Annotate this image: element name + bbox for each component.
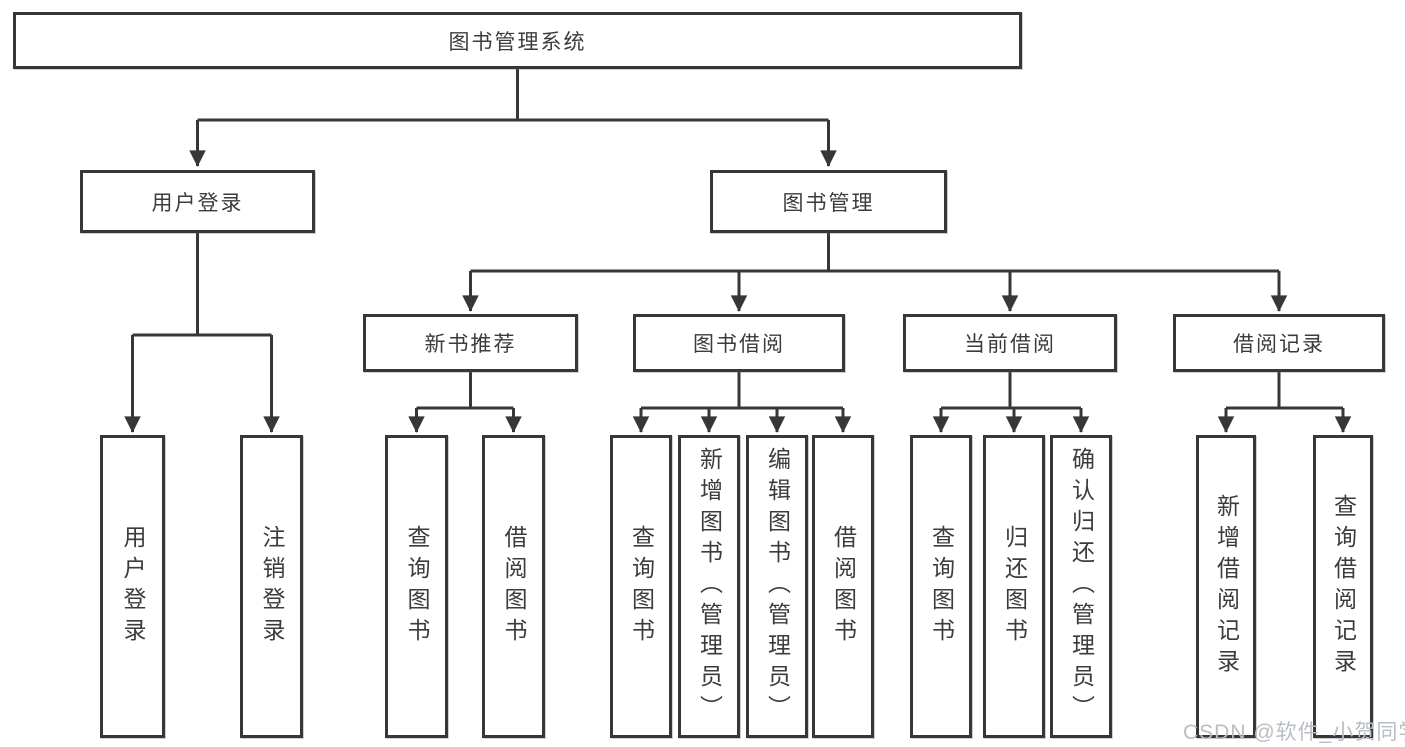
node-book-borrow: 图书借阅 (633, 314, 845, 372)
node-label: 借阅记录 (1233, 333, 1325, 356)
leaf-add-books-admin: 新增图书（管理员） (678, 435, 740, 738)
node-current-borrow: 当前借阅 (903, 314, 1117, 372)
node-label: 借阅图书 (501, 524, 527, 649)
node-label: 借阅图书 (830, 524, 857, 649)
leaf-add-borrow-record: 新增借阅记录 (1196, 435, 1256, 738)
node-book-management: 图书管理 (710, 170, 947, 233)
node-label: 查询借阅记录 (1330, 493, 1357, 680)
leaf-user-login: 用户登录 (100, 435, 165, 738)
leaf-query-books-current: 查询图书 (910, 435, 972, 738)
leaf-return-books: 归还图书 (983, 435, 1045, 738)
leaf-query-books-recommend: 查询图书 (385, 435, 448, 738)
leaf-confirm-return-admin: 确认归还（管理员） (1050, 435, 1112, 738)
node-label: 用户登录 (120, 524, 146, 649)
leaf-borrow-books: 借阅图书 (812, 435, 874, 738)
node-label: 注销登录 (259, 524, 285, 649)
leaf-logout: 注销登录 (240, 435, 303, 738)
node-label: 确认归还（管理员） (1068, 447, 1095, 726)
node-new-book-recommend: 新书推荐 (363, 314, 578, 372)
node-label: 图书管理 (782, 191, 875, 215)
leaf-query-books: 查询图书 (610, 435, 672, 738)
node-label: 编辑图书（管理员） (764, 447, 791, 726)
node-label: 新增借阅记录 (1213, 493, 1240, 680)
node-library-system: 图书管理系统 (13, 12, 1022, 69)
node-user-login: 用户登录 (80, 170, 315, 233)
node-label: 查询图书 (628, 524, 655, 649)
node-label: 图书管理系统 (448, 30, 587, 54)
node-label: 用户登录 (151, 191, 244, 215)
node-label: 当前借阅 (964, 333, 1056, 356)
node-label: 查询图书 (404, 524, 430, 649)
node-label: 新增图书（管理员） (696, 447, 723, 726)
node-borrow-records: 借阅记录 (1173, 314, 1385, 372)
leaf-borrow-books-recommend: 借阅图书 (482, 435, 545, 738)
csdn-watermark: CSDN @软件_小贺同学 (1183, 721, 1405, 744)
node-label: 查询图书 (928, 524, 955, 649)
node-label: 新书推荐 (424, 333, 517, 356)
leaf-edit-books-admin: 编辑图书（管理员） (746, 435, 808, 738)
node-label: 图书借阅 (693, 333, 785, 356)
node-label: 归还图书 (1001, 524, 1028, 649)
leaf-query-borrow-record: 查询借阅记录 (1313, 435, 1373, 738)
